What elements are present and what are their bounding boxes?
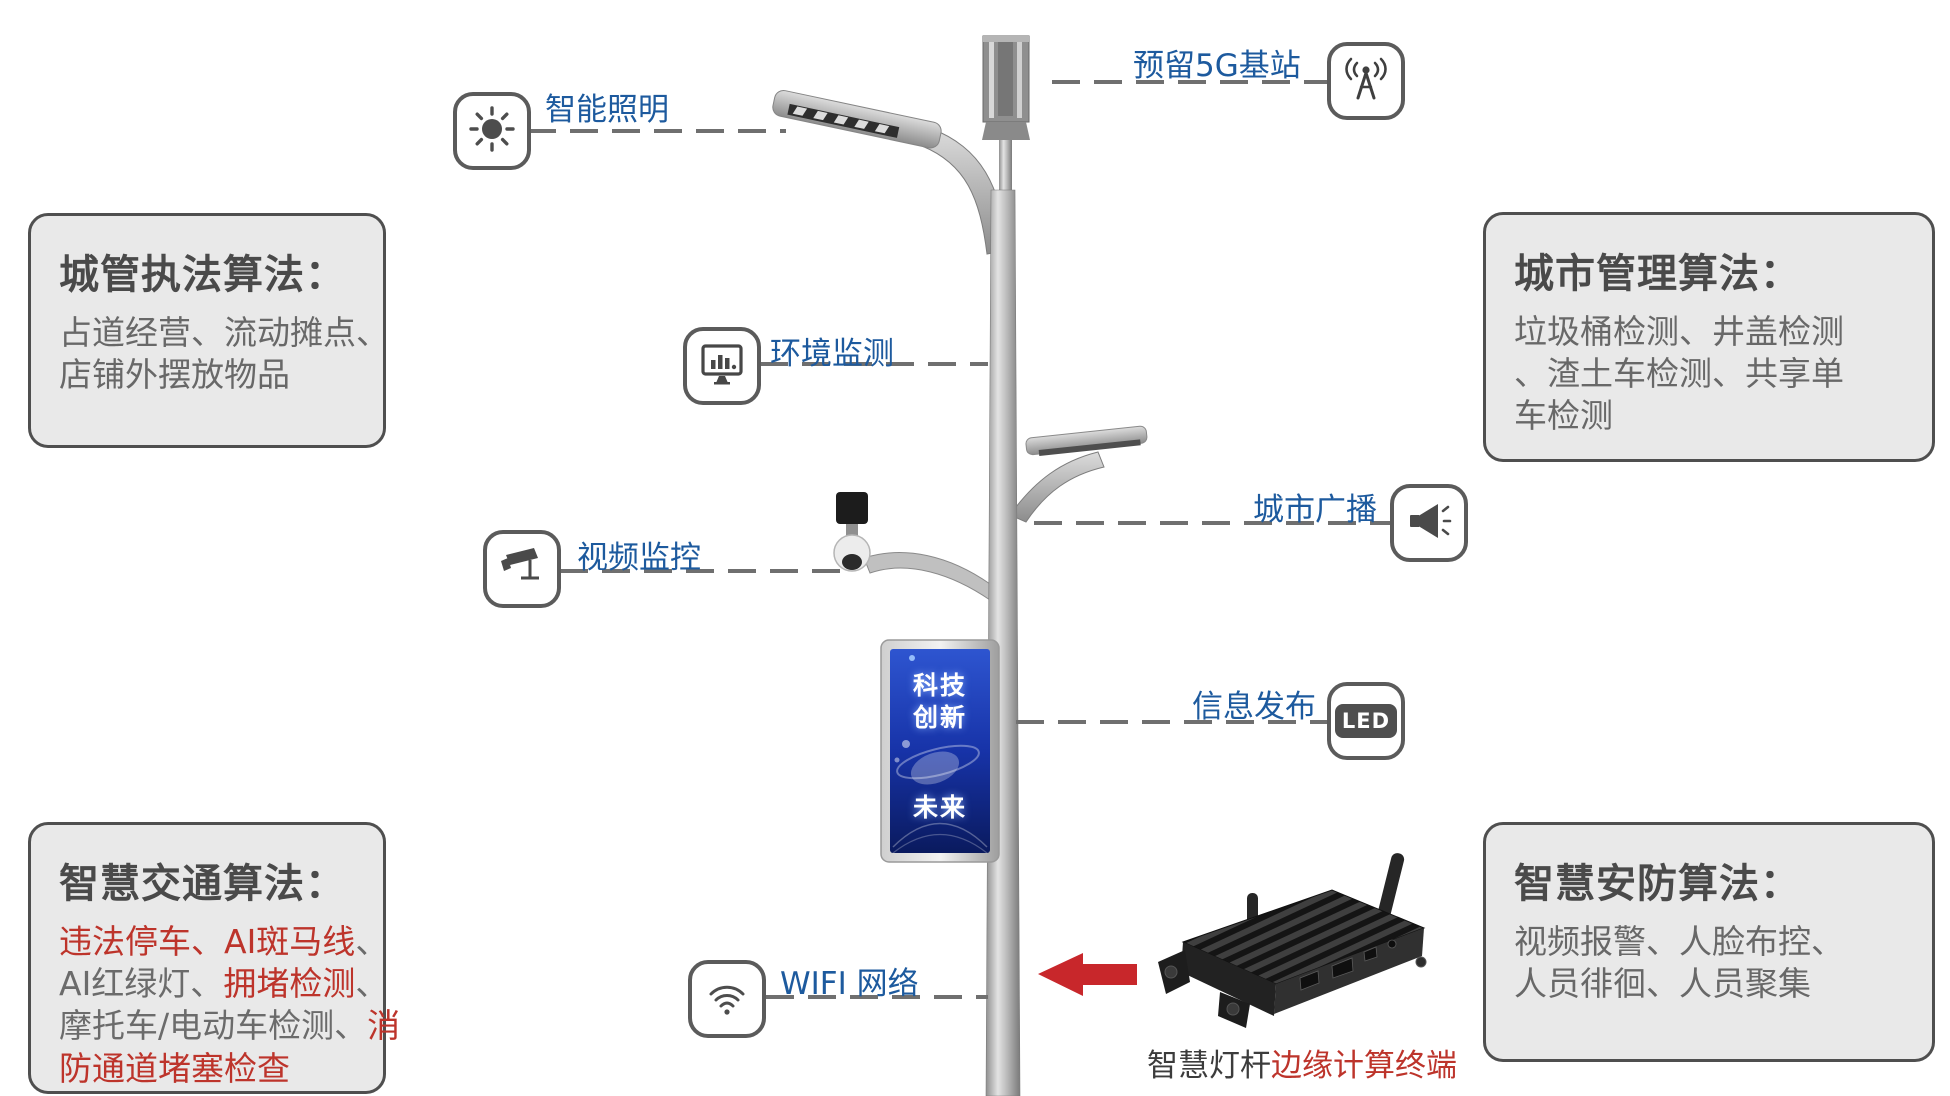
box-body-line: 占道经营、流动摊点、 [59,313,389,352]
box-body-line: 垃圾桶检测、井盖检测 [1514,312,1844,351]
broadcast-label: 城市广播 [1253,492,1377,528]
screen-text-line3: 未来 [912,793,967,822]
info-release-icon-box: LED [1327,682,1405,760]
smart-lighting-icon-box [453,92,531,170]
sun-icon [469,106,515,156]
screen-text-line1: 科技 [912,671,967,700]
box-smart-traffic: 智慧交通算法： 违法停车、AI斑马线、 AI红绿灯、拥堵检测、 摩托车/电动车检… [28,822,401,1094]
box-title: 城管执法算法： [59,252,346,298]
dash-connector [1016,720,1330,724]
monitor-chart-icon [697,339,747,393]
dash-connector [1034,521,1392,525]
box-smart-security: 智慧安防算法： 视频报警、人脸布控、 人员徘徊、人员聚集 [1483,822,1935,1062]
broadcast-icon-box [1390,484,1468,562]
box-body-line: 防通道堵塞检查 [59,1048,290,1088]
box-body-line: 人员徘徊、人员聚集 [1514,964,1811,1004]
box-title: 城市管理算法： [1514,251,1801,297]
dash-connector [1052,80,1330,84]
box-body-line: 车检测 [1514,396,1613,436]
info-release-label: 信息发布 [1192,689,1316,725]
camera-assembly [833,492,991,601]
smart-lighting-label: 智能照明 [545,92,669,128]
cctv-icon [497,542,547,596]
box-body-line: 视频报警、人脸布控、 [1514,922,1844,961]
wifi-icon [702,972,752,1026]
environment-label: 环境监测 [770,336,894,372]
video-icon-box [483,530,561,608]
screen-text-line2: 创新 [912,703,967,732]
camera-top-unit [836,492,868,524]
video-label: 视频监控 [577,540,701,576]
dash-connector [766,995,988,999]
environment-icon-box [683,327,761,405]
5g-unit [982,35,1030,140]
box-body-line: 摩托车/电动车检测、消 [59,1006,401,1046]
dash-connector [528,129,786,133]
box-body-line: 、渣土车检测、共享单 [1514,354,1844,394]
led-poster-screen [880,639,1000,863]
led-icon: LED [1334,704,1398,738]
5g-station-icon-box [1327,42,1405,120]
box-title: 智慧安防算法： [1514,861,1801,907]
wifi-icon-box [688,960,766,1038]
edge-terminal-caption: 智慧灯杆边缘计算终端 [1147,1048,1457,1084]
box-body-line: 违法停车、AI斑马线、 [59,922,389,961]
lamp-head [772,89,942,149]
dash-connector [760,362,988,366]
edge-computing-device [1158,853,1427,1028]
box-title: 智慧交通算法： [59,861,346,907]
wifi-label: WIFI 网络 [780,966,919,1002]
red-arrow [1038,953,1137,996]
antenna-icon [1341,54,1391,108]
dash-connector [560,569,842,573]
box-city-management: 城市管理算法： 垃圾桶检测、井盖检测 、渣土车检测、共享单 车检测 [1483,212,1935,462]
5g-station-label: 预留5G基站 [1133,48,1301,84]
main-lamp-arm [772,89,1009,255]
box-city-enforcement: 城管执法算法： 占道经营、流动摊点、 店铺外摆放物品 [28,213,389,448]
secondary-lamp-arm [1009,425,1148,523]
pole [985,110,1021,1096]
box-body-line: AI红绿灯、拥堵检测、 [59,964,389,1004]
box-body-line: 店铺外摆放物品 [59,355,290,395]
speaker-icon [1404,496,1454,550]
